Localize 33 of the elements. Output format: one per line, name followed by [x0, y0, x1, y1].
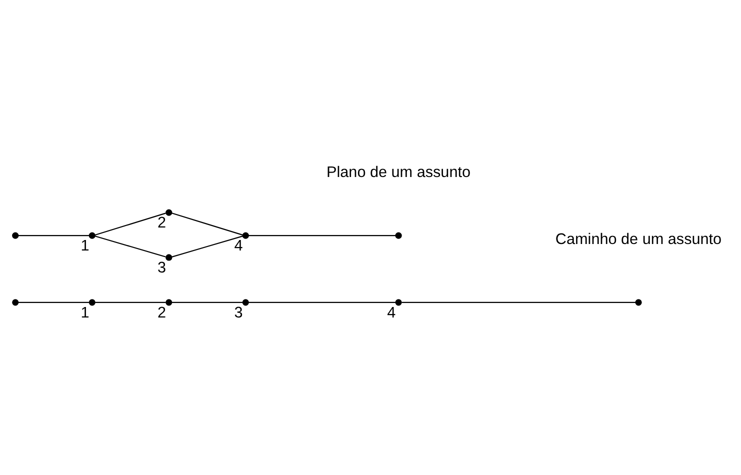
connector: [248, 302, 396, 303]
node-circle: [242, 299, 249, 306]
node-label: 3: [157, 260, 166, 277]
connector: [95, 302, 166, 303]
node-label: 2: [157, 304, 166, 322]
node-circle: [166, 254, 172, 261]
node-circle: [395, 299, 402, 306]
node-circle: [635, 299, 642, 306]
node-circle: [12, 232, 19, 239]
node-label: 2: [157, 214, 166, 232]
node-circle: [166, 299, 172, 306]
label: Plano de um assunto: [326, 164, 471, 182]
connector: [94, 236, 166, 258]
connector: [248, 235, 396, 236]
label: Caminho de um assunto: [555, 231, 722, 248]
node-circle: [242, 232, 249, 239]
node-label: 1: [80, 304, 90, 322]
node-label: 1: [80, 238, 90, 255]
connector: [18, 302, 89, 303]
node-circle: [12, 299, 19, 306]
node-circle: [88, 299, 96, 306]
node-label: 4: [387, 304, 396, 322]
node-circle: [166, 209, 172, 216]
connector: [172, 212, 243, 236]
connector: [94, 212, 166, 236]
connector: [172, 302, 242, 303]
node-label: 3: [234, 304, 243, 322]
connector: [172, 236, 243, 258]
node-label: 4: [234, 238, 243, 255]
connector: [402, 302, 636, 303]
node-circle: [395, 232, 402, 239]
connector: [18, 235, 89, 236]
node-circle: [88, 232, 96, 239]
